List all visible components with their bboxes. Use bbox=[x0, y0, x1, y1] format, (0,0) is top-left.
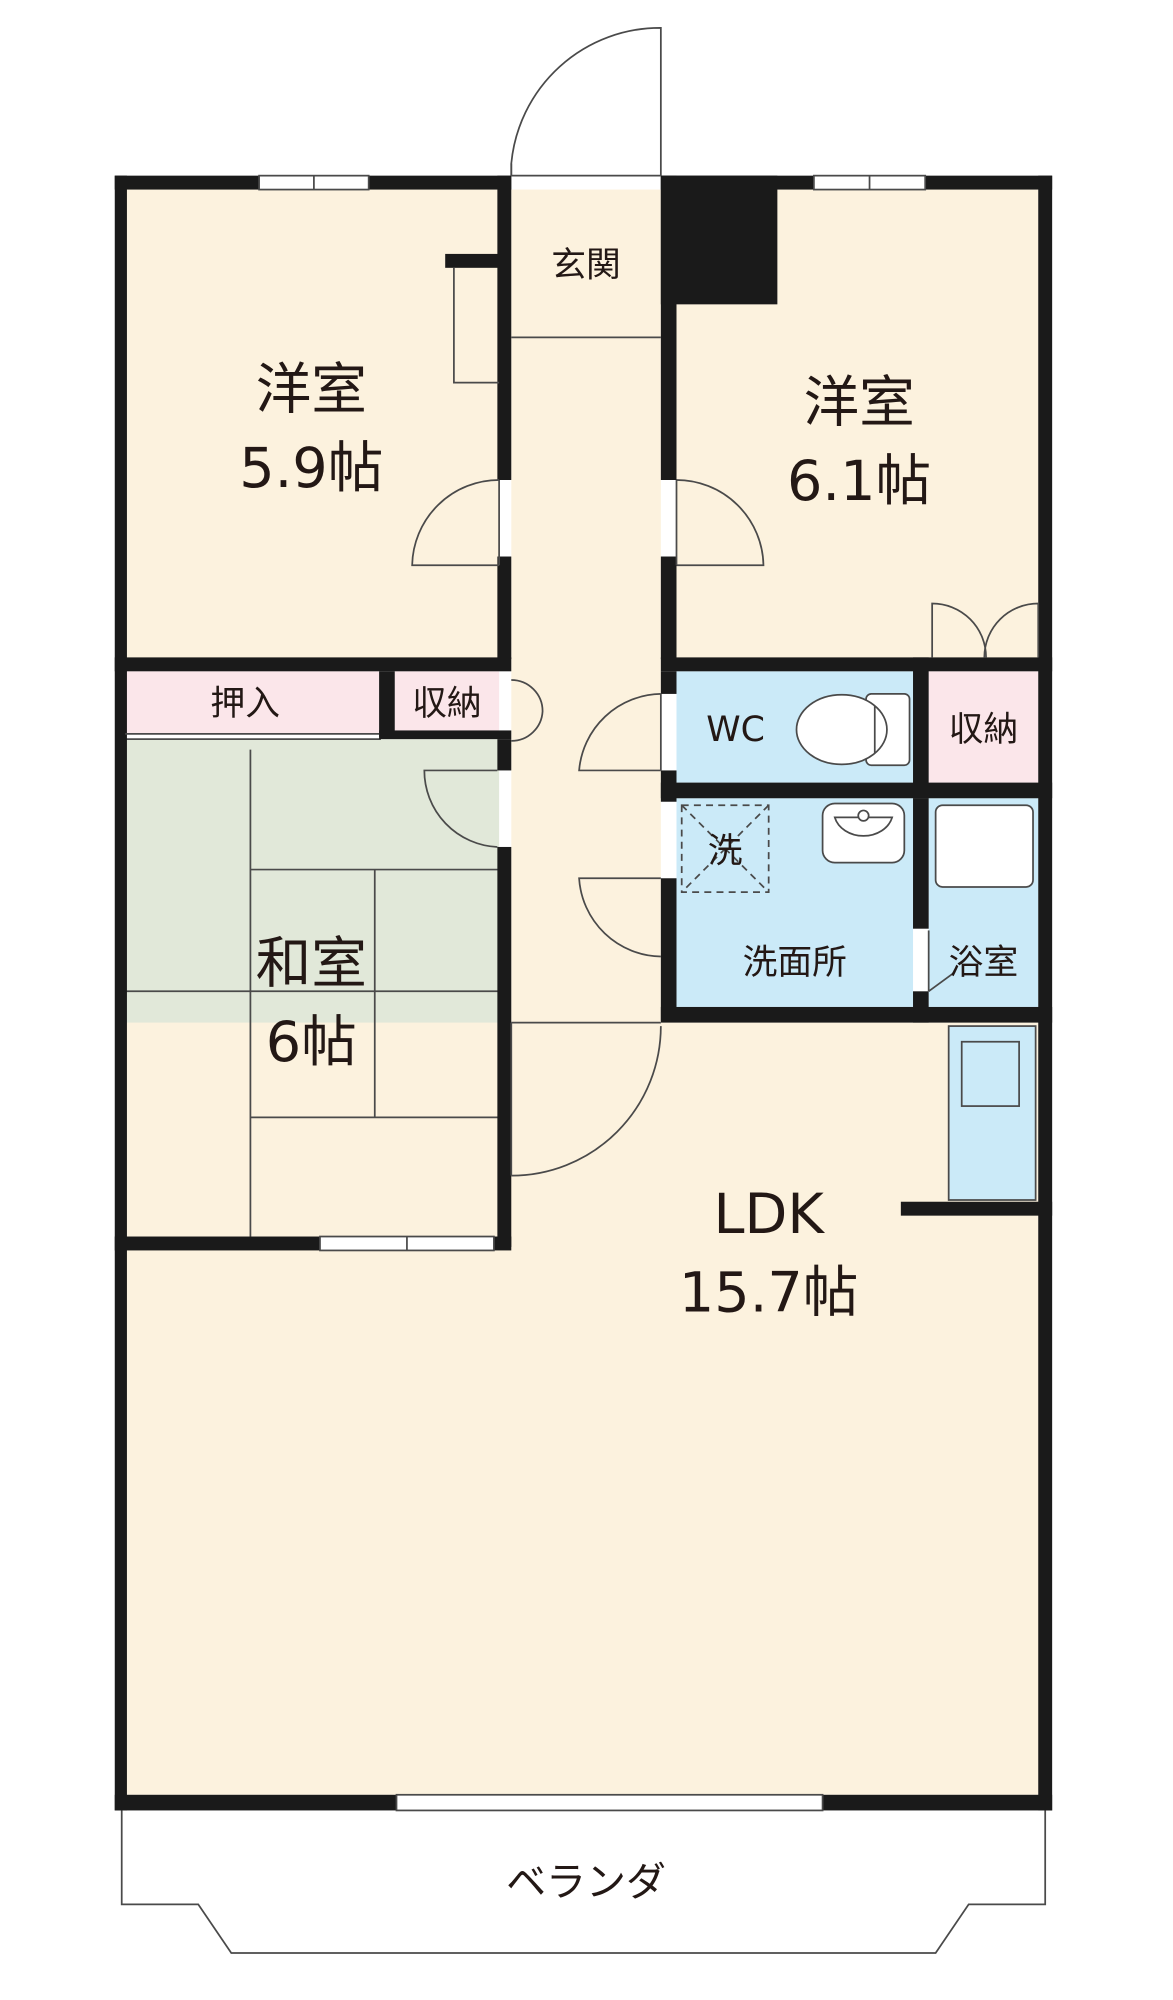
washroom-label: 洗面所 bbox=[743, 943, 847, 983]
veranda-label: ベランダ bbox=[506, 1860, 666, 1906]
storage-right-floor bbox=[928, 671, 1039, 783]
japanese-size: 6帖 bbox=[266, 1010, 357, 1075]
storage-left-floor bbox=[394, 671, 500, 734]
ldk-name: LDK bbox=[714, 1182, 826, 1247]
labels: 玄関 洋室 5.9帖 洋室 6.1帖 押入 収納 WC 収納 洗 洗面所 浴室 … bbox=[210, 246, 1018, 1906]
storage-right-label: 収納 bbox=[949, 710, 1019, 750]
toilet-icon bbox=[795, 693, 911, 767]
oshiire-floor bbox=[125, 671, 380, 734]
veranda bbox=[120, 1810, 1047, 1954]
western-left-size: 5.9帖 bbox=[239, 436, 383, 501]
western-right-name: 洋室 bbox=[803, 371, 914, 436]
corridor-floor bbox=[511, 189, 661, 1025]
bath-label: 浴室 bbox=[949, 943, 1019, 983]
japanese-name: 和室 bbox=[256, 932, 367, 997]
doors bbox=[125, 26, 1040, 1177]
ldk-size: 15.7帖 bbox=[679, 1260, 859, 1325]
kitchen-sink bbox=[960, 1040, 1020, 1107]
washer-label: 洗 bbox=[708, 832, 743, 872]
bathtub-icon bbox=[934, 804, 1034, 888]
washbasin-icon bbox=[821, 802, 906, 864]
entrance-label: 玄関 bbox=[551, 246, 621, 286]
western-room-left-floor bbox=[125, 189, 500, 660]
kitchen-counter bbox=[947, 1025, 1037, 1201]
oshiire-label: 押入 bbox=[210, 684, 280, 724]
ldk-floor-lower bbox=[125, 1236, 1039, 1794]
room-fills bbox=[125, 189, 1039, 1795]
western-right-size: 6.1帖 bbox=[787, 449, 931, 514]
tatami-lines bbox=[125, 738, 500, 1237]
western-left-name: 洋室 bbox=[256, 358, 367, 423]
storage-left-label: 収納 bbox=[412, 684, 482, 724]
wc-label: WC bbox=[706, 710, 765, 750]
windows bbox=[258, 174, 927, 1812]
